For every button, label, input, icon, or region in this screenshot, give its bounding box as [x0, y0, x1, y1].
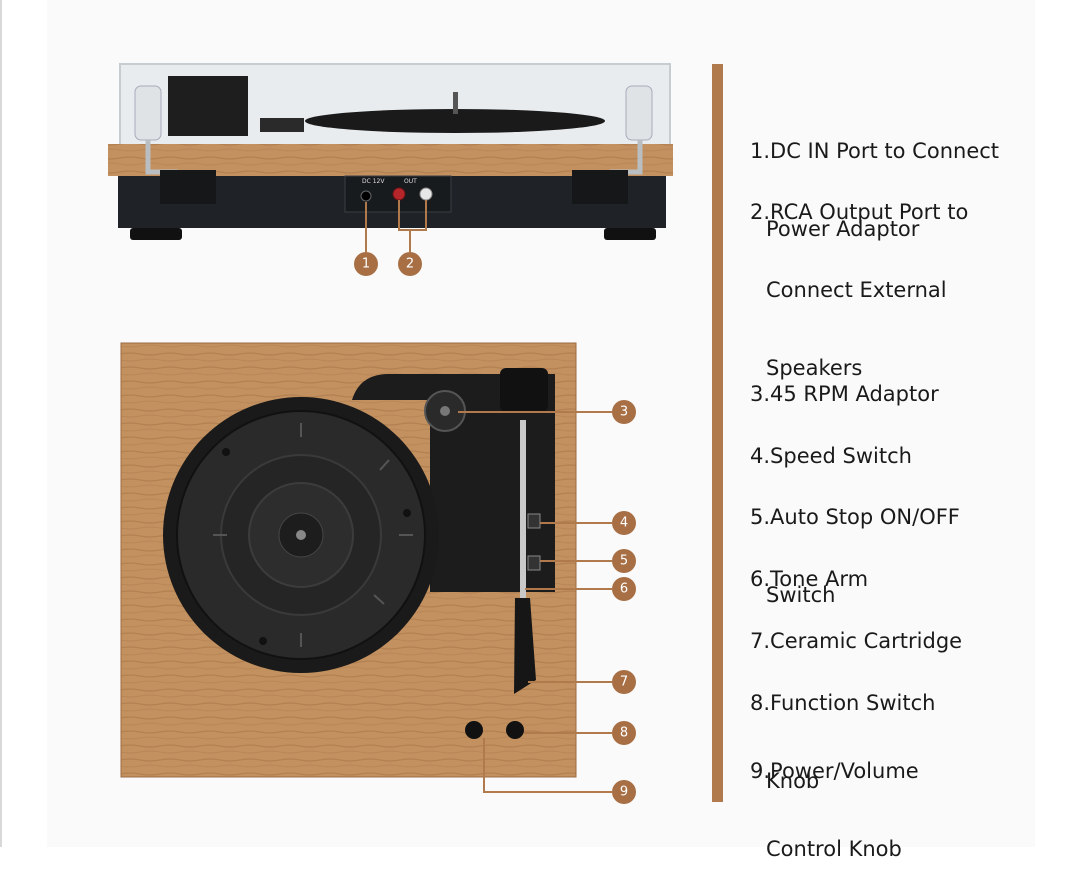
legend-5-line-2: Switch — [766, 583, 836, 607]
legend-item-2: 2.RCA Output Port to Connect External Sp… — [750, 147, 968, 407]
legend-3-line-1: 3.45 RPM Adaptor — [750, 382, 939, 406]
vertical-divider — [712, 64, 723, 802]
svg-text:2: 2 — [406, 257, 414, 272]
badge-1: 1 — [354, 252, 378, 276]
svg-text:9: 9 — [620, 785, 628, 800]
legend-6-line-1: 6.Tone Arm — [750, 567, 869, 591]
badge-4: 4 — [612, 511, 636, 535]
foot-right — [604, 228, 656, 240]
legend-item-7: 7.Ceramic Cartridge — [750, 576, 962, 680]
platter-dot-1 — [222, 448, 230, 456]
legend-item-6: 6.Tone Arm — [750, 514, 868, 618]
function-knob — [506, 721, 524, 739]
legend-4-line-1: 4.Speed Switch — [750, 444, 912, 468]
legend-5-line-1: 5.Auto Stop ON/OFF — [750, 505, 960, 529]
foot-left — [130, 228, 182, 240]
dc-port-label: DC 12V — [362, 178, 385, 185]
svg-text:1: 1 — [362, 257, 370, 272]
legend-item-5: 5.Auto Stop ON/OFF Switch — [750, 452, 960, 634]
power-volume-knob — [465, 721, 483, 739]
legend-item-1: 1.DC IN Port to Connect Power Adaptor — [750, 86, 999, 268]
badge-6: 6 — [612, 577, 636, 601]
rca-white-port — [419, 187, 433, 201]
legend-8-line-2: Knob — [766, 769, 820, 793]
leader-lines — [458, 411, 612, 793]
legend-7-line-1: 7.Ceramic Cartridge — [750, 629, 963, 653]
callout-badges: 1 2 3 4 5 6 7 8 9 — [354, 252, 636, 804]
tonearm-panel — [352, 374, 555, 592]
rca-red-port — [392, 187, 406, 201]
spindle — [296, 530, 306, 540]
legend-item-4: 4.Speed Switch — [750, 391, 912, 495]
platter-rear — [305, 109, 605, 133]
svg-text:6: 6 — [620, 582, 628, 597]
hinge-bracket-left — [160, 170, 216, 204]
rear-part — [260, 118, 304, 132]
legend-1-line-2: Power Adaptor — [766, 217, 920, 241]
tonearm-pivot — [500, 368, 548, 412]
cartridge — [514, 598, 536, 694]
legend-item-9: 9.Power/Volume Control Knob — [750, 706, 919, 888]
platter-dot-3 — [259, 637, 267, 645]
legend-2-line-1: 2.RCA Output Port to — [750, 200, 969, 224]
platter-dot-2 — [403, 509, 411, 517]
auto-stop-switch — [527, 555, 541, 571]
legend-9-line-2: Control Knob — [766, 837, 902, 861]
rear-view: DC 12V OUT — [108, 63, 673, 252]
legend-1-line-1: 1.DC IN Port to Connect — [750, 139, 1000, 163]
legend-8-line-1: 8.Function Switch — [750, 691, 936, 715]
platter-ticks — [213, 423, 413, 647]
badge-9: 9 — [612, 780, 636, 804]
turntable-diagram: DC 12V OUT — [108, 63, 673, 804]
svg-text:5: 5 — [620, 554, 628, 569]
badge-2: 2 — [398, 252, 422, 276]
svg-text:8: 8 — [620, 726, 628, 741]
badge-7: 7 — [612, 670, 636, 694]
legend-item-3: 3.45 RPM Adaptor — [750, 329, 939, 433]
speed-switch — [527, 513, 541, 529]
left-edge-line — [0, 0, 2, 847]
legend-9-line-1: 9.Power/Volume — [750, 759, 919, 783]
svg-text:7: 7 — [620, 675, 628, 690]
top-view — [120, 342, 612, 793]
legend-item-8: 8.Function Switch Knob — [750, 638, 935, 820]
badge-5: 5 — [612, 549, 636, 573]
hinge-left — [134, 85, 162, 141]
hinge-bracket-right — [572, 170, 628, 204]
legend-2-line-2: Connect External — [766, 278, 947, 302]
badge-3: 3 — [612, 400, 636, 424]
svg-text:4: 4 — [620, 516, 628, 531]
svg-text:3: 3 — [620, 405, 628, 420]
legend-2-line-3: Speakers — [766, 356, 863, 380]
dc-in-port — [360, 190, 372, 202]
tonearm-base-rear — [168, 76, 248, 136]
rpm-adaptor-hole — [440, 406, 450, 416]
leader-2 — [398, 200, 427, 252]
badge-8: 8 — [612, 721, 636, 745]
spindle-rear — [453, 92, 458, 114]
hinge-right — [625, 85, 653, 141]
out-port-label: OUT — [404, 178, 417, 185]
